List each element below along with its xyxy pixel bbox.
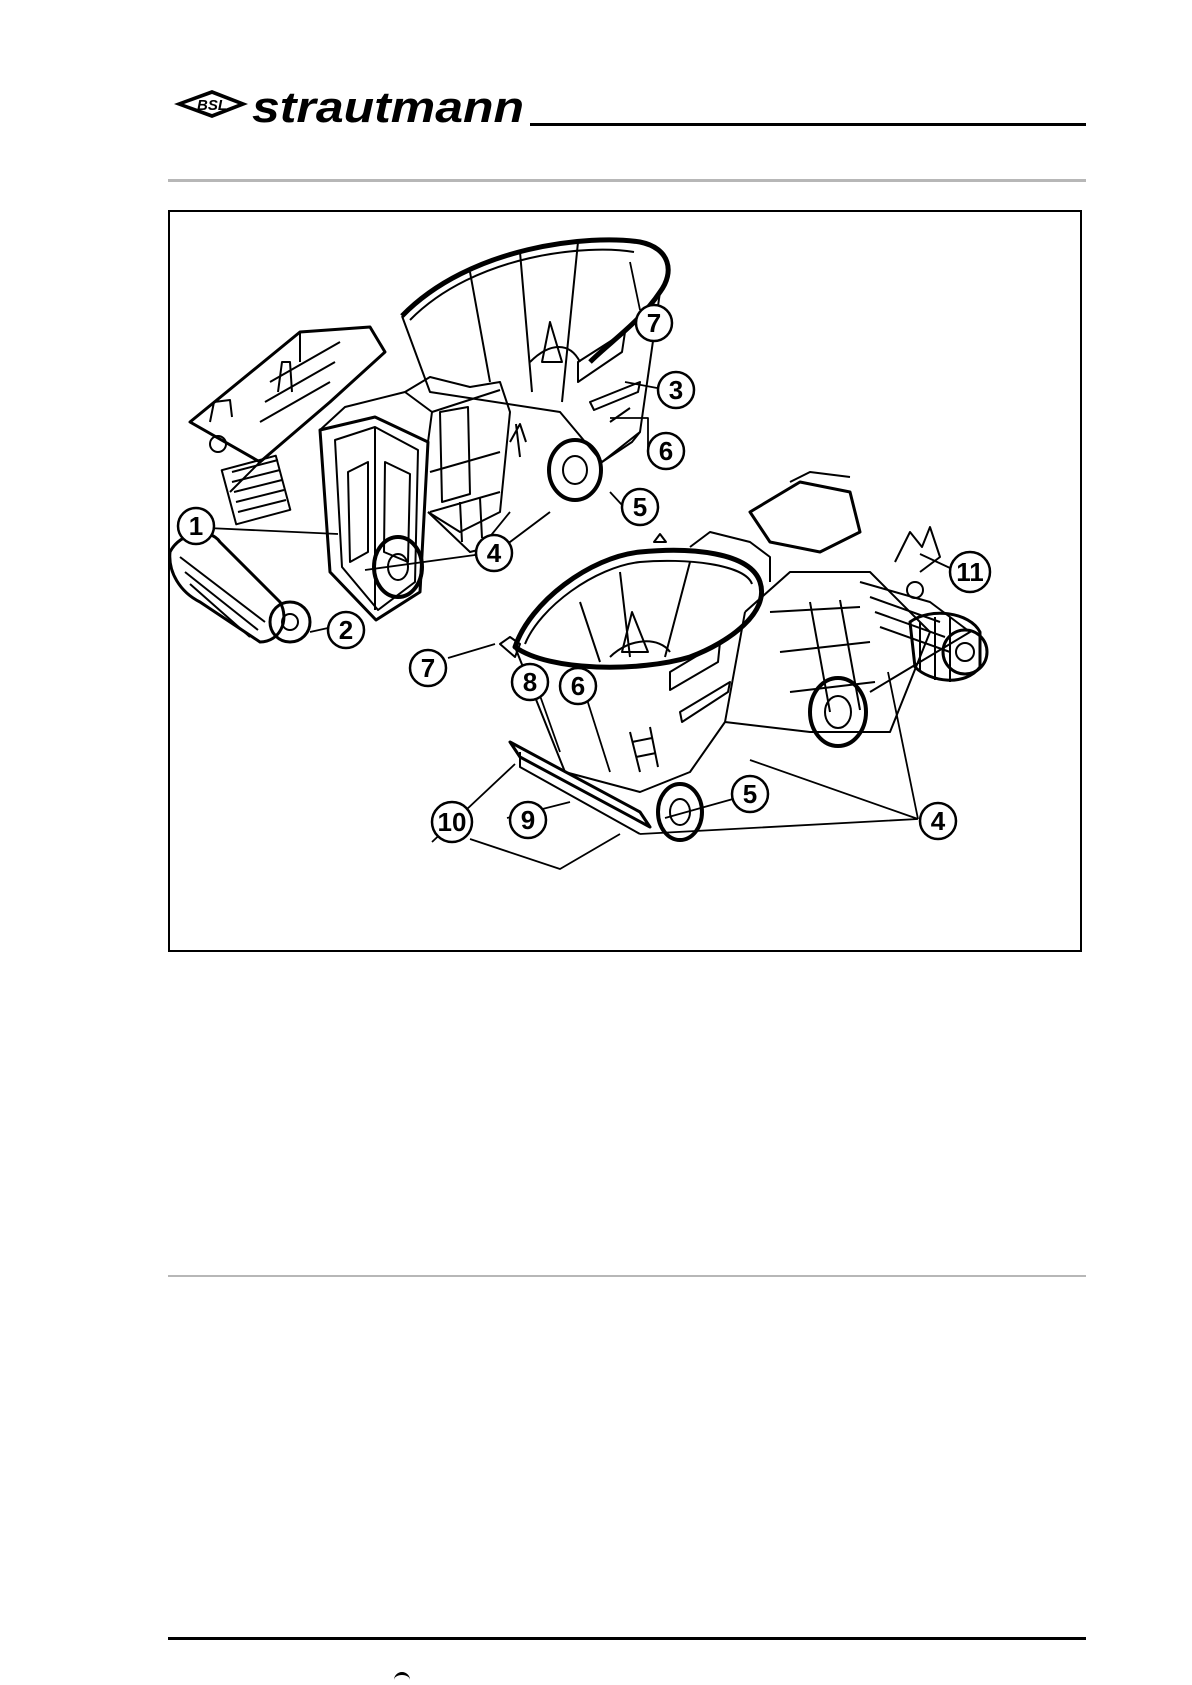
top-divider <box>168 179 1086 182</box>
footer-rule <box>168 1637 1086 1640</box>
callout-9: 9 <box>510 802 546 838</box>
callout-1: 1 <box>178 508 214 544</box>
callout-number: 11 <box>956 557 984 587</box>
callout-number: 6 <box>659 436 673 466</box>
callout-number: 10 <box>438 807 467 837</box>
callout-4-lower: 4 <box>920 803 956 839</box>
callout-number: 5 <box>743 779 757 809</box>
bottom-divider <box>168 1275 1086 1277</box>
callout-number: 9 <box>521 805 535 835</box>
callout-3: 3 <box>658 372 694 408</box>
feed-mixer-cab-view <box>170 240 668 642</box>
callout-number: 8 <box>523 667 537 697</box>
callout-6-lower: 6 <box>560 668 596 704</box>
callout-2: 2 <box>328 612 364 648</box>
callout-7-upper: 7 <box>636 305 672 341</box>
callout-4-upper: 4 <box>476 535 512 571</box>
page-edge-mark <box>394 1672 410 1683</box>
logo-badge-text: BSL <box>197 97 227 114</box>
logo-brand-name: strautmann <box>252 83 524 130</box>
header-rule <box>530 123 1086 126</box>
callout-number: 3 <box>669 375 683 405</box>
callout-number: 1 <box>189 511 203 541</box>
callout-5-upper: 5 <box>622 489 658 525</box>
callout-8: 8 <box>512 664 548 700</box>
callout-number: 4 <box>487 538 502 568</box>
callout-5-lower: 5 <box>732 776 768 812</box>
callout-6-upper: 6 <box>648 433 684 469</box>
callout-number: 7 <box>421 653 435 683</box>
callout-11: 11 <box>950 552 990 592</box>
callout-10: 10 <box>432 802 472 842</box>
machine-illustration-frame: 1 2 3 4 5 6 7 7 <box>168 210 1082 952</box>
callout-number: 6 <box>571 671 585 701</box>
callout-number: 4 <box>931 806 946 836</box>
callout-number: 7 <box>647 308 661 338</box>
brand-logo: BSL strautmann <box>172 82 532 130</box>
logo-diamond-icon: BSL <box>174 90 248 118</box>
callout-7-lower: 7 <box>410 650 446 686</box>
machine-illustration: 1 2 3 4 5 6 7 7 <box>170 212 1080 950</box>
callout-number: 5 <box>633 492 647 522</box>
callout-number: 2 <box>339 615 353 645</box>
